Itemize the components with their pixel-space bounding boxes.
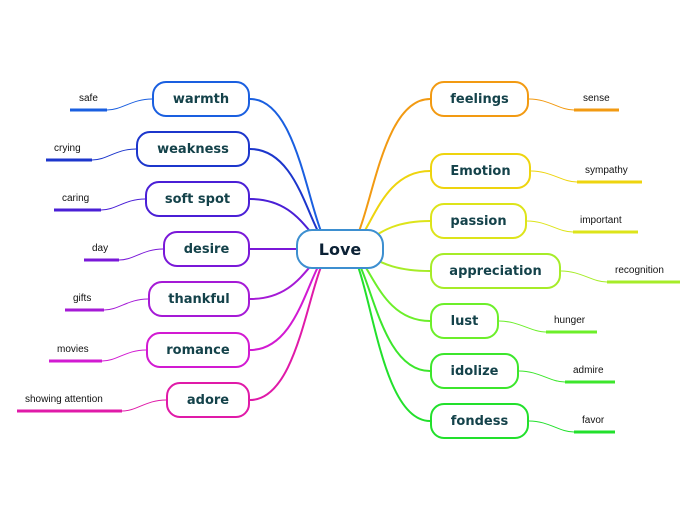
branch-node-adore[interactable]: adore [166,382,250,418]
leaf-label-crying[interactable]: crying [54,143,81,154]
leaf-connector-0 [106,98,153,111]
branch-label: feelings [450,91,509,107]
leaf-connector-r2 [526,220,574,233]
leaf-label-favor[interactable]: favor [582,415,605,426]
leaf-connector-r0 [528,98,575,111]
branch-node-lust[interactable]: lust [430,303,499,339]
leaf-label-sense[interactable]: sense [583,93,610,104]
leaf-label-movies[interactable]: movies [57,344,89,355]
branch-node-thankful[interactable]: thankful [148,281,250,317]
leaf-connector-4 [103,298,149,311]
leaf-label-important[interactable]: important [580,215,622,226]
leaf-label-day[interactable]: day [92,243,109,254]
leaf-connector-r3 [560,270,608,283]
leaf-label-recognition[interactable]: recognition [615,265,664,276]
branch-label: desire [183,241,230,257]
branch-label: lust [450,313,479,329]
leaf-label-safe[interactable]: safe [79,93,98,104]
leaf-connector-3 [118,248,164,261]
connector-6 [249,248,336,401]
branch-label: adore [186,392,230,408]
branch-node-emotion[interactable]: Emotion [430,153,531,189]
leaf-label-hunger[interactable]: hunger [554,315,586,326]
leaf-label-sympathy[interactable]: sympathy [585,165,628,176]
leaf-connector-5 [101,349,147,362]
branch-label: appreciation [449,263,542,279]
branch-label: romance [166,342,230,358]
leaf-connector-r6 [528,420,575,433]
leaf-label-admire[interactable]: admire [573,365,604,376]
branch-node-fondess[interactable]: fondess [430,403,529,439]
branch-node-appreciation[interactable]: appreciation [430,253,561,289]
branch-node-warmth[interactable]: warmth [152,81,250,117]
leaf-connector-1 [91,148,137,161]
branch-label: fondess [450,413,509,429]
branch-node-idolize[interactable]: idolize [430,353,519,389]
central-node[interactable]: Love [296,229,384,269]
branch-node-desire[interactable]: desire [163,231,250,267]
leaf-connector-6 [121,399,167,412]
leaf-label-caring[interactable]: caring [62,193,90,204]
branch-node-weakness[interactable]: weakness [136,131,250,167]
branch-label: thankful [168,291,230,307]
leaf-label-gifts[interactable]: gifts [73,293,92,304]
leaf-label-showing-attention[interactable]: showing attention [25,394,103,405]
connector-r0 [344,98,431,250]
branch-label: soft spot [164,191,231,207]
leaf-connector-r5 [518,370,566,383]
branch-node-soft-spot[interactable]: soft spot [145,181,250,217]
branch-label: passion [450,213,507,229]
leaf-connector-2 [100,198,146,211]
branch-label: Emotion [450,163,511,179]
branch-label: warmth [172,91,230,107]
connector-0 [249,98,336,250]
branch-label: idolize [450,363,499,379]
branch-node-feelings[interactable]: feelings [430,81,529,117]
leaf-connector-r1 [530,170,578,183]
branch-label: weakness [157,141,229,157]
central-node-label: Love [318,239,362,259]
branch-node-passion[interactable]: passion [430,203,527,239]
leaf-connector-r4 [498,320,547,333]
branch-node-romance[interactable]: romance [146,332,250,368]
